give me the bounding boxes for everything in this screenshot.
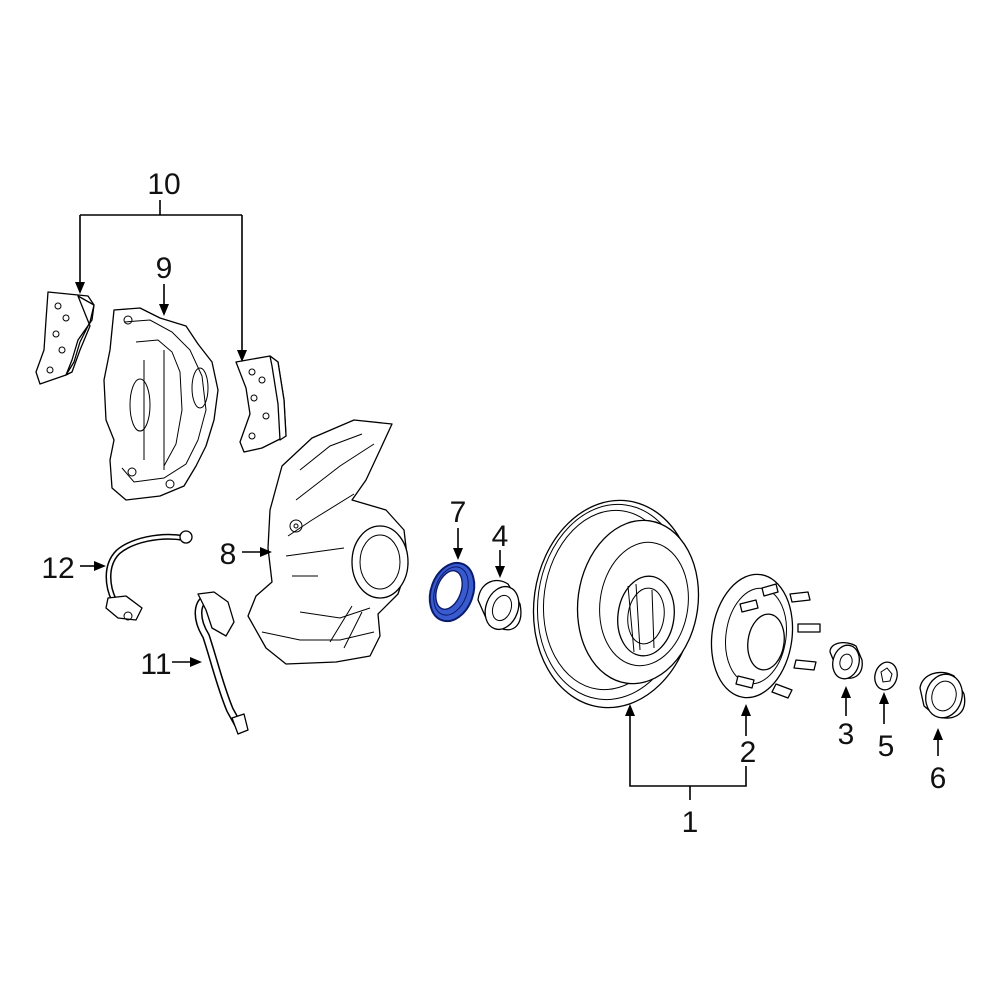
callout-10[interactable]: 10 [147,168,180,201]
leader-1-2 [625,704,751,800]
leader-5 [879,692,889,724]
part-7-grease-seal[interactable] [422,557,482,628]
part-4-wheel-bearing[interactable] [477,579,525,635]
callout-11[interactable]: 11 [140,648,171,681]
callout-7[interactable]: 7 [450,496,467,529]
callout-1[interactable]: 1 [682,806,699,839]
leader-4 [495,550,505,578]
part-10-brake-pad-inner[interactable] [35,291,95,385]
part-1-rotor-hub[interactable] [520,490,709,718]
leader-11 [172,657,202,667]
callout-9[interactable]: 9 [156,252,173,285]
callout-2[interactable]: 2 [740,736,757,769]
part-3-hub-nut[interactable] [829,641,863,682]
leader-3 [841,686,851,716]
leader-7 [453,528,463,560]
callout-5[interactable]: 5 [878,730,895,763]
leader-8 [242,547,272,557]
part-9-caliper[interactable] [103,307,219,501]
part-5-lock-washer[interactable] [872,660,900,693]
part-8-splash-shield[interactable] [247,419,409,665]
callout-12[interactable]: 12 [41,552,74,585]
part-10-brake-pad-outer[interactable] [235,355,287,453]
part-12-sensor-harness[interactable] [105,530,193,621]
part-6-dust-cap[interactable] [919,670,967,722]
callout-6[interactable]: 6 [930,762,947,795]
part-2-hub-studs[interactable] [704,569,821,703]
callout-3[interactable]: 3 [838,718,855,751]
leader-9 [159,284,169,316]
leader-12 [80,561,106,571]
callout-4[interactable]: 4 [492,520,509,553]
part-11-brake-hose[interactable] [194,591,249,735]
leader-10 [75,200,247,362]
leader-6 [933,728,943,756]
callout-8[interactable]: 8 [220,538,237,571]
